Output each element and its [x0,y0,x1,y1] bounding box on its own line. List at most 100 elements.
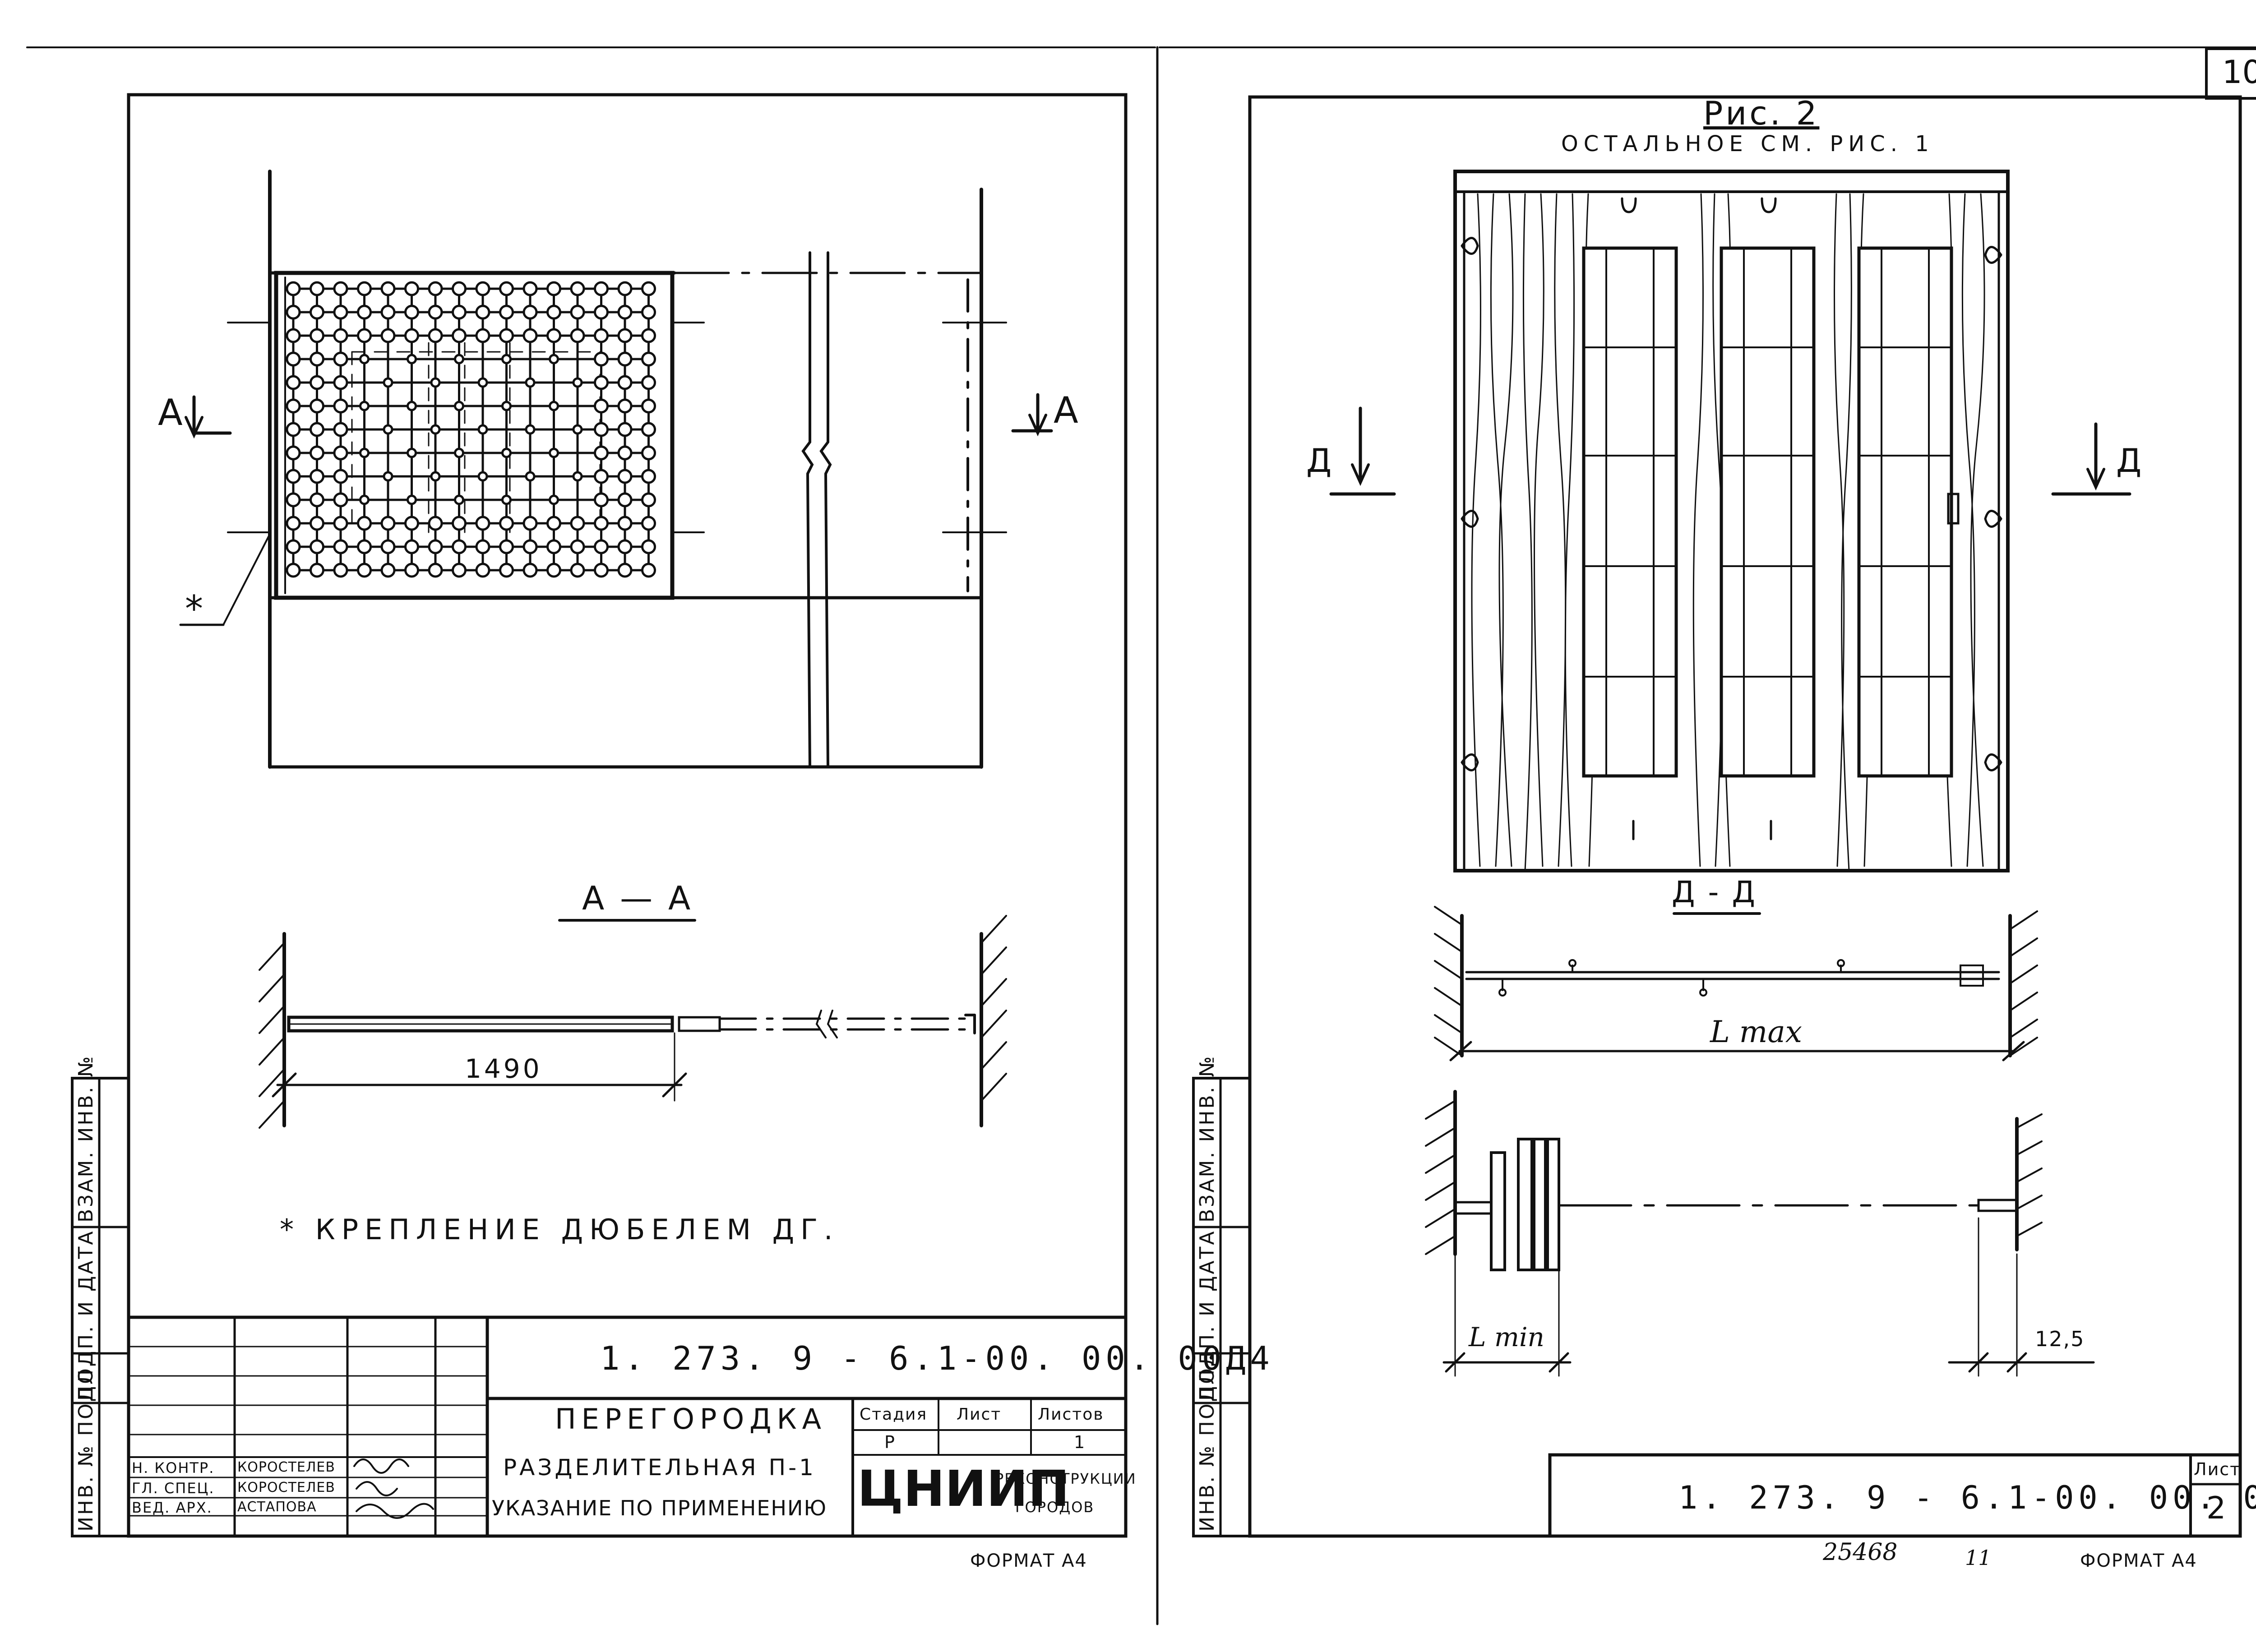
grille-ring [357,328,372,343]
grille-ring [407,354,417,365]
grille-ring [617,351,633,367]
grille-panel-frame [274,271,675,600]
grille-ring [522,563,538,578]
grille-ring [522,328,538,343]
grille-ring [310,375,324,390]
grille-ring [641,516,656,531]
grille-ring [407,448,417,458]
grille-ring [286,492,301,508]
grille-ring [617,469,633,484]
grille-ring [430,377,441,388]
grille-ring [310,328,324,343]
grille-ring [477,424,488,435]
grille-ring [475,281,490,296]
grille-ring [404,563,419,578]
figure-subtitle: ОСТАЛЬНОЕ СМ. РИС. 1 [1561,131,1934,157]
grille-ring [404,281,419,296]
grille-ring [617,539,633,554]
grille-ring [641,563,656,578]
grille-ring [310,305,324,320]
grille-ring [430,424,441,435]
grille-ring [452,516,467,531]
left-doc-code: 1. 273. 9 - 6.1-00. 00. 00Д4 [600,1339,1274,1377]
grille-ring [594,305,609,320]
grille-ring [404,516,419,531]
grille-ring [499,305,514,320]
section-title-a: А — А [582,879,693,917]
grille-ring [357,539,372,554]
grille-ring [549,354,559,365]
grille-ring [333,375,348,390]
lmin-label: L min [1469,1322,1544,1352]
grille-ring [286,375,301,390]
sig-name-1: КОРОСТЕЛЕВ [237,1459,335,1475]
grille-ring [286,422,301,437]
grille-ring [522,281,538,296]
grille-ring [428,281,443,296]
grille-ring [286,398,301,414]
grille-ring [310,281,324,296]
grille-ring [333,492,348,508]
grille-ring [617,492,633,508]
grille-ring [617,516,633,531]
grille-ring [286,469,301,484]
grille-ring [499,328,514,343]
sheets-header: Листов [1038,1405,1104,1424]
grille-ring [333,398,348,414]
grille-ring [286,516,301,531]
margin-podp-right: ПОДП. И ДАТА [1196,1229,1219,1401]
grille-ring [454,494,464,505]
grille-ring [357,281,372,296]
sig-role-2: ГЛ. СПЕЦ. [132,1480,215,1497]
grille-ring [333,563,348,578]
grille-ring [522,516,538,531]
grille-ring [525,471,536,482]
lmax-label: L max [1710,1015,1802,1049]
grille-ring [380,328,396,343]
grille-ring [357,563,372,578]
grille-ring [525,377,536,388]
grille-ring [452,305,467,320]
section-mark-d-right: Д [2116,442,2145,480]
grille-ring [572,471,583,482]
grille-ring [333,539,348,554]
grille-ring [286,351,301,367]
grille-ring [286,445,301,461]
grille-ring [383,471,393,482]
grille-ring [549,401,559,411]
org-text-2: ГОРОДОВ [1015,1499,1095,1516]
section-title-d: Д - Д [1672,875,1757,909]
right-sheet-header: Лист [2194,1459,2241,1479]
grille-ring [333,422,348,437]
right-doc-code: 1. 273. 9 - 6.1-00. 00. 00 Д3 [1678,1479,2256,1516]
figure-title: Рис. 2 [1703,94,1820,132]
grille-ring [546,328,561,343]
grille-ring [641,328,656,343]
grille-ring [333,445,348,461]
right-format: ФОРМАТ А4 [2080,1550,2197,1571]
grille-ring [428,305,443,320]
stamp-sub: 11 [1965,1546,1992,1570]
grille-ring [333,469,348,484]
dim-12-5: 12,5 [2035,1327,2085,1351]
grille-ring [594,375,609,390]
sig-role-3: ВЕД. АРХ. [132,1499,213,1516]
sheet-number: 10 [2222,54,2256,91]
grille-ring [594,445,609,461]
grille-ring [641,305,656,320]
grille-ring [477,471,488,482]
grille-ring [310,422,324,437]
grille-ring [404,539,419,554]
grille-ring [333,516,348,531]
grille-ring [594,469,609,484]
grille-ring [525,424,536,435]
grille-ring [310,563,324,578]
grille-ring [404,328,419,343]
grille-ring [641,492,656,508]
sig-name-2: КОРОСТЕЛЕВ [237,1480,335,1495]
grille-ring [594,422,609,437]
grille-ring [546,516,561,531]
grille-ring [286,328,301,343]
grille-ring [286,281,301,296]
margin-vzam-right: ВЗАМ. ИНВ. № [1196,1054,1219,1223]
